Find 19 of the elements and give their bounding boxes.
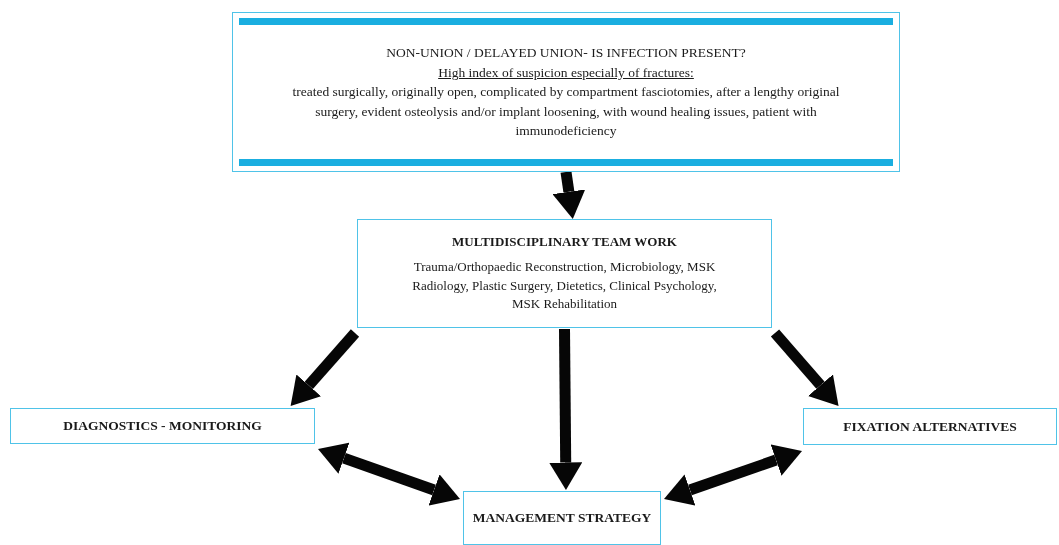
arrow bbox=[770, 329, 839, 406]
heading: MANAGEMENT STRATEGY bbox=[472, 509, 652, 528]
description: High index of suspicion especially of fractures: bbox=[438, 63, 694, 82]
process-box bbox=[463, 491, 661, 545]
arrow bbox=[290, 329, 360, 406]
heading: NON-UNION / DELAYED UNION- IS INFECTION PRESENT? bbox=[386, 44, 746, 63]
arrow bbox=[318, 442, 460, 506]
heading: MULTIDISCIPLINARY TEAM WORK bbox=[452, 232, 677, 251]
heading: DIAGNOSTICS - MONITORING bbox=[63, 417, 262, 436]
arrow bbox=[549, 328, 583, 490]
process-box bbox=[10, 408, 315, 444]
arrow bbox=[552, 171, 586, 219]
question-box bbox=[232, 12, 900, 172]
description: treated surgically, originally open, complicated by compartment fasciotomies, after a lengthy original surgery, evident osteolysis and/or implant loosening, with wound healing issues, patient with immunodeficiency bbox=[291, 83, 841, 141]
arrow bbox=[664, 444, 802, 506]
heading: FIXATION ALTERNATIVES bbox=[843, 417, 1017, 436]
description: Trauma/Orthopaedic Reconstruction, Microbiology, MSK Radiology, Plastic Surgery, Dietetics, Clinical Psychology, MSK Rehabilitation bbox=[411, 257, 718, 314]
process-box bbox=[803, 408, 1057, 445]
process-box bbox=[357, 219, 772, 328]
